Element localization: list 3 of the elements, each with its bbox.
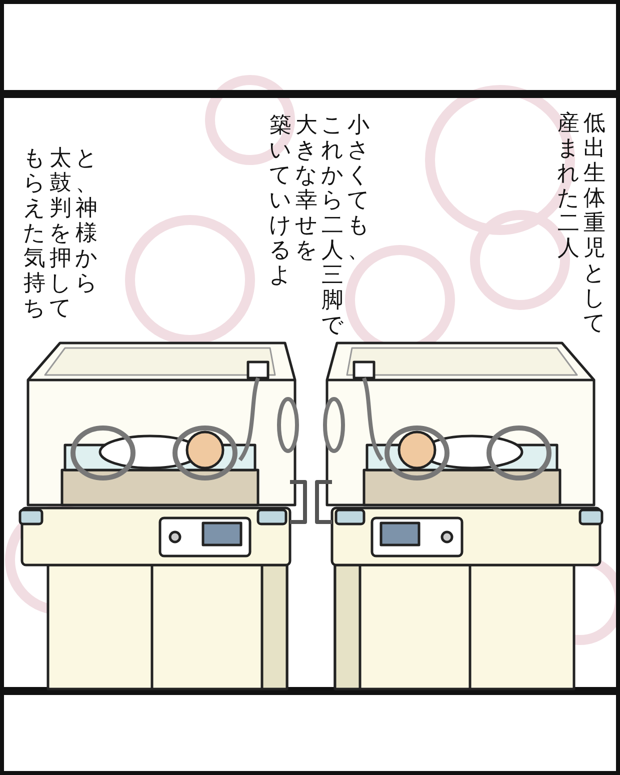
narration-text: と、神様から太鼓判を押してもらえた気持ち [23, 146, 98, 321]
narration-text: 小さくても、これから二人三脚で大きな幸せを築いていけるよ [269, 113, 370, 338]
narration-text: 低出生体重児として産まれた二人 [557, 111, 606, 336]
